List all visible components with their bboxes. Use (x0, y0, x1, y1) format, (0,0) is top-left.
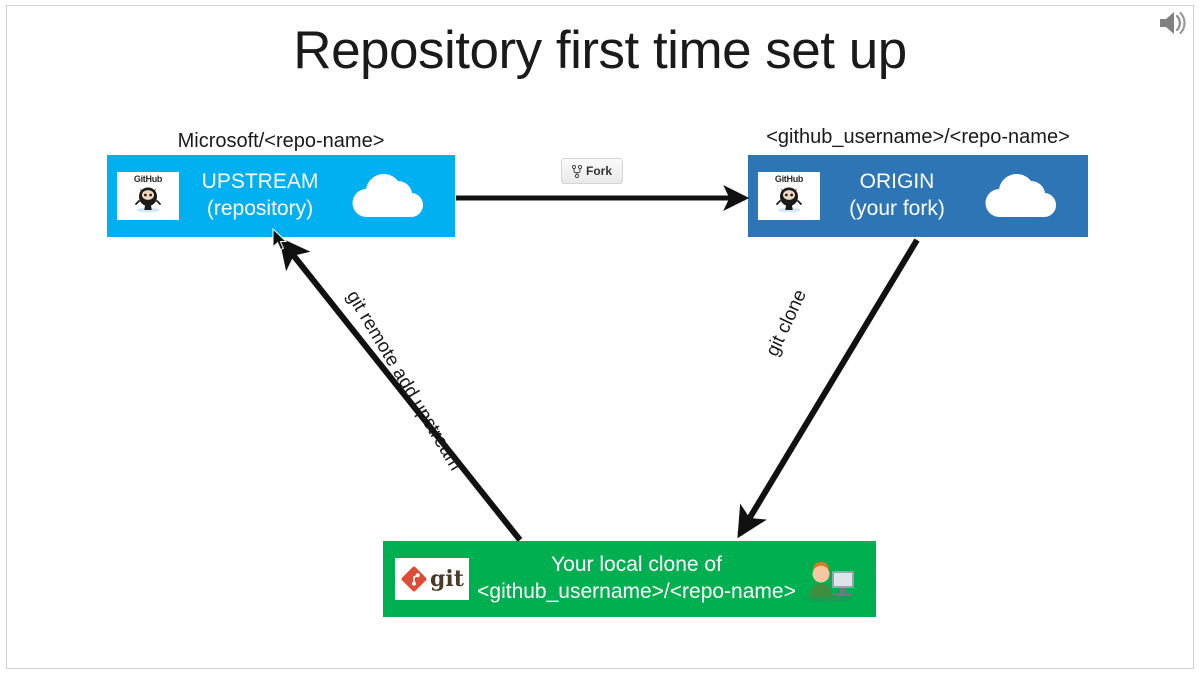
github-wordmark: GitHub (133, 174, 163, 184)
origin-node[interactable]: GitHub ORIGIN (your fork) (748, 155, 1088, 237)
octocat-icon (776, 187, 802, 213)
upstream-caption: Microsoft/<repo-name> (177, 130, 385, 152)
git-wordmark: git (430, 566, 464, 592)
github-logo: GitHub (758, 172, 820, 220)
origin-label-line1: ORIGIN (859, 170, 935, 194)
edge-label-git-remote-add-upstream: git remote add upstream (341, 287, 467, 475)
cloud-icon (985, 173, 1057, 218)
origin-label: ORIGIN (your fork) (820, 169, 974, 223)
octocat-icon (135, 187, 161, 213)
person-at-computer-icon (806, 562, 854, 602)
mouse-cursor (272, 228, 288, 251)
upstream-label-line1: UPSTREAM (201, 170, 319, 194)
upstream-label: UPSTREAM (repository) (179, 169, 341, 223)
local-clone-label-line2: <github_username>/<repo-name> (477, 580, 796, 603)
local-clone-label-line1: Your local clone of (551, 553, 722, 577)
upstream-label-line2: (repository) (206, 197, 314, 220)
upstream-node[interactable]: GitHub UPSTREAM (repository) (107, 155, 455, 237)
local-clone-node[interactable]: git Your local clone of <github_username… (383, 541, 876, 617)
local-clone-label: Your local clone of <github_username>/<r… (469, 552, 804, 606)
arrow-git-clone (737, 238, 920, 539)
edge-label-git-clone: git clone (762, 286, 812, 360)
speaker-icon[interactable] (1156, 8, 1188, 38)
github-wordmark: GitHub (774, 174, 804, 184)
github-logo: GitHub (117, 172, 179, 220)
fork-button[interactable]: Fork (561, 158, 623, 184)
git-diamond-icon (401, 566, 427, 592)
origin-caption: <github_username>/<repo-name> (766, 126, 1070, 148)
fork-button-label: Fork (585, 164, 612, 178)
cloud-icon (352, 173, 424, 218)
origin-label-line2: (your fork) (849, 197, 945, 220)
git-logo: git (395, 558, 469, 600)
fork-branch-icon (571, 164, 582, 178)
page-title: Repository first time set up (293, 21, 907, 80)
